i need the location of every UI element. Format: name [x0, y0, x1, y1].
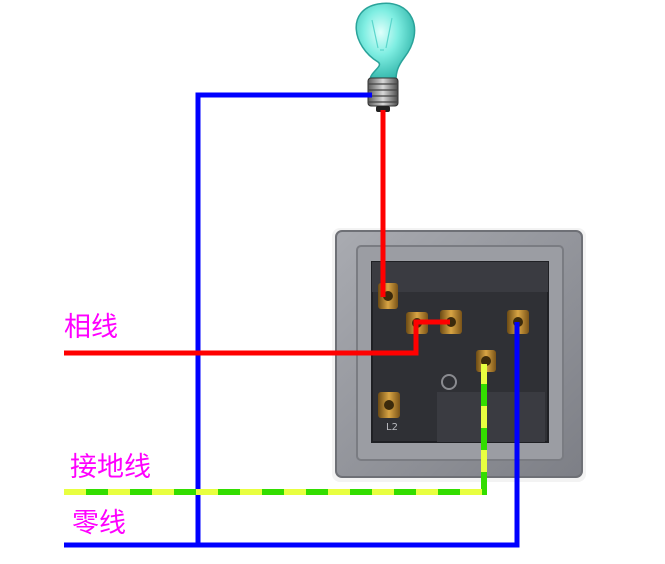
neutral-wire: [64, 322, 520, 548]
phase-wire: [64, 319, 450, 356]
label-ground-wire: 接地线: [70, 452, 151, 483]
ground-wire: [64, 364, 487, 495]
label-neutral-wire: 零线: [72, 508, 126, 539]
socket-terminal-l2: [378, 392, 400, 418]
neutral-wire-to-bulb: [195, 92, 372, 545]
certification-mark-icon: [441, 374, 457, 390]
socket-mark-l2: L2: [386, 422, 398, 433]
label-phase-wire: 相线: [64, 312, 118, 343]
light-bulb-icon: [355, 2, 416, 112]
wall-socket-icon: L2: [332, 228, 586, 482]
